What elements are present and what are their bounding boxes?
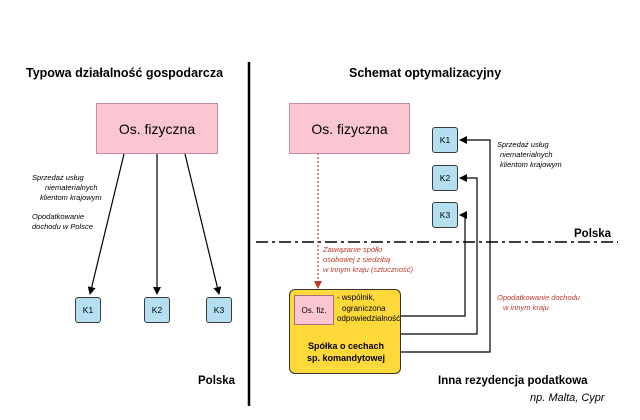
right-client-k1-label: K1 xyxy=(439,135,451,145)
company-partner-note: - wspólnik, ograniczona odpowiedzialność xyxy=(337,293,400,325)
left-person-box: Os. fizyczna xyxy=(96,103,218,154)
right-sales-note-line: Sprzedaż usług xyxy=(497,140,549,149)
right-border-label: Polska xyxy=(574,228,612,240)
left-client-k2: K2 xyxy=(144,297,170,323)
right-sales-note: Sprzedaż usług niematerialnych klientom … xyxy=(497,140,562,170)
company-partner-box: Os. fiz. xyxy=(294,295,334,325)
arrow-left-to-k1 xyxy=(87,153,125,295)
left-tax-note: Opodatkowanie dochodu w Polsce xyxy=(32,212,93,232)
company-box: Os. fiz. - wspólnik, ograniczona odpowie… xyxy=(289,289,401,374)
left-client-k1: K1 xyxy=(75,297,101,323)
left-sales-note: Sprzedaż usług niematerialnych klientom … xyxy=(32,173,102,203)
company-partner-note-line: odpowiedzialność xyxy=(337,314,401,323)
company-name-line: Spółka o cechach xyxy=(307,341,385,351)
right-client-k3-label: K3 xyxy=(439,210,451,220)
left-title: Typowa działalność gospodarcza xyxy=(26,66,224,80)
left-tax-note-line: Opodatkowanie xyxy=(32,212,85,221)
right-title: Schemat optymalizacyjny xyxy=(349,66,502,80)
arrow-company-to-k1 xyxy=(400,136,491,353)
right-client-k3: K3 xyxy=(432,202,458,228)
right-sales-note-line: niematerialnych xyxy=(500,150,553,159)
residence-label: Inna rezydencja podatkowa xyxy=(438,375,588,387)
formation-note-line: w innym kraju (sztuczność) xyxy=(323,265,414,274)
left-client-k1-label: K1 xyxy=(82,305,94,315)
right-person-label: Os. fizyczna xyxy=(311,120,388,137)
arrow-company-to-k2 xyxy=(400,174,478,335)
formation-note-line: osobowej z siedzibą xyxy=(323,255,391,264)
company-partner-note-line: - wspólnik, xyxy=(337,293,375,302)
left-client-k2-label: K2 xyxy=(151,305,163,315)
left-client-k3: K3 xyxy=(206,297,232,323)
other-country-tax-note-line: w innym kraju xyxy=(503,303,549,312)
company-name: Spółka o cechach sp. komandytowej xyxy=(290,340,402,364)
residence-example: np. Malta, Cypr xyxy=(530,392,605,404)
left-sales-note-line: Sprzedaż usług xyxy=(32,173,84,182)
other-country-tax-note-line: Opodatkowanie dochodu xyxy=(497,293,580,302)
right-person-box: Os. fizyczna xyxy=(289,103,410,154)
left-tax-note-line: dochodu w Polsce xyxy=(32,222,93,231)
left-person-label: Os. fizyczna xyxy=(118,120,196,137)
company-partner-label: Os. fiz. xyxy=(301,305,327,315)
right-sales-note-line: klientom krajowym xyxy=(500,160,562,169)
left-sales-note-line: klientom krajowym xyxy=(40,193,102,202)
right-client-k2: K2 xyxy=(432,165,458,191)
right-client-k1: K1 xyxy=(432,127,458,153)
left-sales-note-line: niematerialnych xyxy=(45,183,98,192)
formation-note: Zawiązanie spółki osobowej z siedzibą w … xyxy=(323,245,413,275)
right-client-k2-label: K2 xyxy=(439,173,451,183)
arrow-left-to-k3 xyxy=(184,153,222,295)
arrow-company-to-k3 xyxy=(400,211,467,317)
company-name-line: sp. komandytowej xyxy=(306,353,386,363)
other-country-tax-note: Opodatkowanie dochodu w innym kraju xyxy=(497,293,580,313)
formation-note-line: Zawiązanie spółki xyxy=(323,245,383,254)
left-client-k3-label: K3 xyxy=(213,305,225,315)
company-partner-note-line: ograniczona xyxy=(342,303,386,313)
left-country-label: Polska xyxy=(198,375,236,387)
